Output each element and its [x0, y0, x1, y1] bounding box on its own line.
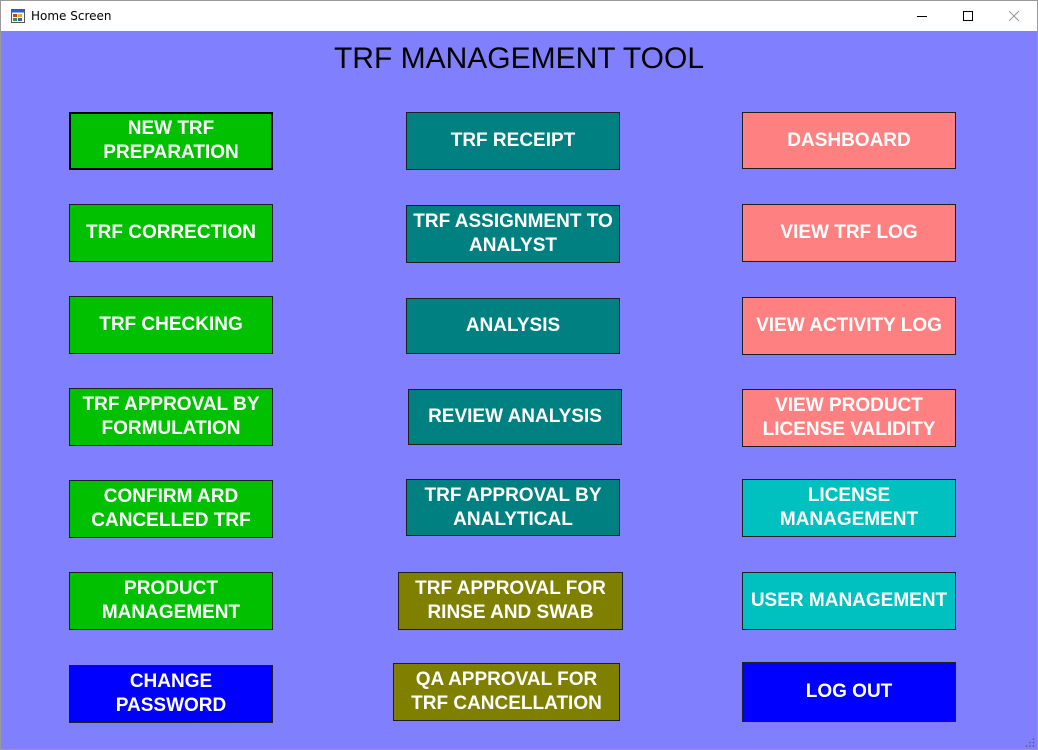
trf-correction-button[interactable]: TRF CORRECTION — [69, 204, 273, 262]
new-trf-preparation-button[interactable]: NEW TRF PREPARATION — [69, 112, 273, 170]
maximize-button[interactable] — [945, 1, 991, 31]
page-title: TRF MANAGEMENT TOOL — [333, 42, 705, 75]
close-icon — [1008, 10, 1020, 22]
dashboard-button[interactable]: DASHBOARD — [742, 112, 956, 169]
user-management-button[interactable]: USER MANAGEMENT — [742, 572, 956, 630]
trf-approval-by-analytical-button[interactable]: TRF APPROVAL BY ANALYTICAL — [406, 479, 620, 536]
product-management-button[interactable]: PRODUCT MANAGEMENT — [69, 572, 273, 630]
trf-receipt-button[interactable]: TRF RECEIPT — [406, 112, 620, 170]
trf-approval-for-rinse-and-swab-button[interactable]: TRF APPROVAL FOR RINSE AND SWAB — [398, 572, 623, 630]
view-product-license-validity-button[interactable]: VIEW PRODUCT LICENSE VALIDITY — [742, 389, 956, 447]
analysis-button[interactable]: ANALYSIS — [406, 298, 620, 354]
view-activity-log-button[interactable]: VIEW ACTIVITY LOG — [742, 297, 956, 355]
trf-approval-by-formulation-button[interactable]: TRF APPROVAL BY FORMULATION — [69, 388, 273, 446]
trf-checking-button[interactable]: TRF CHECKING — [69, 296, 273, 354]
view-trf-log-button[interactable]: VIEW TRF LOG — [742, 204, 956, 262]
client-area: TRF MANAGEMENT TOOL NEW TRF PREPARATION … — [1, 31, 1037, 749]
resize-grip-icon[interactable] — [1025, 737, 1035, 747]
minimize-icon — [917, 16, 927, 17]
maximize-icon — [963, 11, 973, 21]
review-analysis-button[interactable]: REVIEW ANALYSIS — [408, 389, 622, 445]
qa-approval-for-trf-cancellation-button[interactable]: QA APPROVAL FOR TRF CANCELLATION — [393, 663, 620, 721]
title-bar[interactable]: Home Screen — [1, 1, 1037, 31]
log-out-button[interactable]: LOG OUT — [742, 662, 956, 722]
change-password-button[interactable]: CHANGE PASSWORD — [69, 665, 273, 723]
app-icon — [11, 9, 25, 23]
window-title: Home Screen — [31, 9, 112, 23]
trf-assignment-to-analyst-button[interactable]: TRF ASSIGNMENT TO ANALYST — [406, 205, 620, 263]
license-management-button[interactable]: LICENSE MANAGEMENT — [742, 479, 956, 537]
close-button[interactable] — [991, 1, 1037, 31]
minimize-button[interactable] — [899, 1, 945, 31]
confirm-ard-cancelled-trf-button[interactable]: CONFIRM ARD CANCELLED TRF — [69, 480, 273, 538]
